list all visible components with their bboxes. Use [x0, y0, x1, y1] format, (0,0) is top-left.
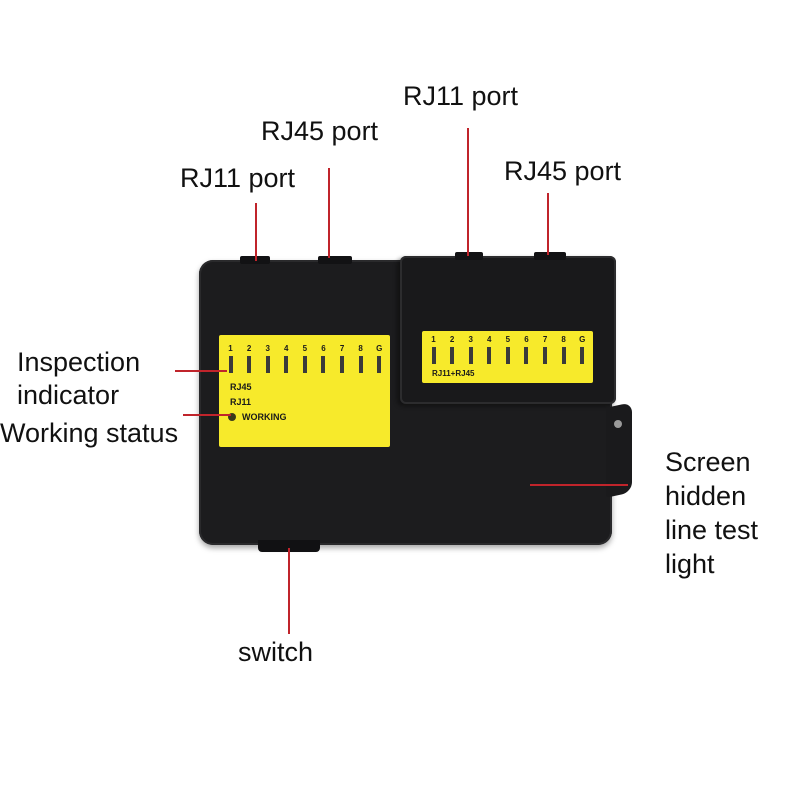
- callout-working-status: Working status: [0, 418, 179, 448]
- pin-number: 2: [246, 344, 252, 353]
- leader-rj45-right: [547, 193, 549, 255]
- leader-inspection: [175, 370, 227, 372]
- rj45-mode-label: RJ45: [230, 382, 252, 392]
- pin-led: 7: [538, 335, 553, 364]
- rj11-port-right-opening[interactable]: [455, 252, 483, 260]
- leader-screen: [530, 484, 628, 486]
- pin-led-bar: [247, 356, 252, 373]
- pin-led: 3: [463, 335, 478, 364]
- callout-rj11-port-left: RJ11 port: [180, 163, 296, 193]
- pin-number: 3: [468, 335, 473, 344]
- pin-number: 2: [449, 335, 455, 344]
- leader-switch: [288, 548, 290, 634]
- pin-number: G: [376, 344, 383, 353]
- pin-led-bar: [505, 347, 510, 364]
- pin-led: 4: [279, 344, 294, 373]
- pin-led: G: [372, 344, 387, 373]
- pin-led-bar: [377, 356, 382, 373]
- pin-number: 5: [505, 335, 511, 344]
- pin-number: 7: [542, 335, 548, 344]
- pin-led-bar: [431, 347, 436, 364]
- pin-number: 1: [431, 335, 436, 344]
- callout-switch: switch: [238, 637, 314, 667]
- pin-led: 2: [445, 335, 460, 364]
- pin-led-bar: [543, 347, 548, 364]
- rj45-port-right-opening[interactable]: [534, 252, 566, 260]
- pin-led: 6: [316, 344, 331, 373]
- leader-rj11-left: [255, 203, 257, 261]
- remote-mode-label: RJ11+RJ45: [432, 369, 475, 378]
- callout-screen-line3: line test: [665, 515, 759, 545]
- pin-led-bar: [265, 356, 270, 373]
- pin-led-bar: [358, 356, 363, 373]
- pin-number: 1: [228, 344, 233, 353]
- pin-led-bar: [450, 347, 455, 364]
- clip-hole: [614, 420, 622, 428]
- pin-led: 4: [482, 335, 497, 364]
- rj45-port-left-opening[interactable]: [318, 256, 352, 264]
- pin-number: 6: [321, 344, 326, 353]
- pin-number: 3: [265, 344, 270, 353]
- pin-led: 2: [242, 344, 257, 373]
- working-led: [228, 413, 236, 421]
- remote-pin-row: 1 2 3 4 5 6 7 8 G: [426, 335, 593, 364]
- callout-rj45-port-right: RJ45 port: [504, 156, 622, 186]
- pin-number: 4: [487, 335, 492, 344]
- pin-led-bar: [284, 356, 289, 373]
- working-label: WORKING: [242, 412, 287, 422]
- pin-led: 1: [223, 344, 238, 373]
- callout-screen-line2: hidden: [665, 481, 747, 511]
- pin-led: 5: [297, 344, 312, 373]
- pin-led-bar: [340, 356, 345, 373]
- pin-led: 5: [500, 335, 515, 364]
- leader-rj45-left: [328, 168, 330, 258]
- pin-led-bar: [321, 356, 326, 373]
- pin-number: 7: [339, 344, 345, 353]
- main-indicator-panel: 1 2 3 4 5 6 7 8 G RJ45 RJ11 WORKING: [219, 335, 390, 447]
- pin-led: 7: [335, 344, 350, 373]
- pin-led-bar: [228, 356, 233, 373]
- pin-number: 8: [561, 335, 566, 344]
- callout-inspection-line2: indicator: [17, 380, 120, 410]
- pin-number: 5: [302, 344, 308, 353]
- pin-led-bar: [524, 347, 529, 364]
- pin-led-bar: [302, 356, 307, 373]
- pin-led: 6: [519, 335, 534, 364]
- pin-number: 8: [358, 344, 363, 353]
- remote-indicator-panel: 1 2 3 4 5 6 7 8 G RJ11+RJ45: [422, 331, 593, 383]
- pin-led: 8: [556, 335, 571, 364]
- callout-rj45-port-left: RJ45 port: [261, 116, 379, 146]
- pin-number: 4: [284, 344, 289, 353]
- pin-number: G: [579, 335, 586, 344]
- pin-number: 6: [524, 335, 529, 344]
- callout-screen-line4: light: [665, 549, 715, 579]
- pin-led: 1: [426, 335, 441, 364]
- power-switch[interactable]: [258, 540, 320, 552]
- callout-screen-line1: Screen: [665, 447, 751, 477]
- leader-working-status: [183, 414, 231, 416]
- rj11-mode-label: RJ11: [230, 397, 252, 407]
- pin-led-bar: [580, 347, 585, 364]
- main-pin-row: 1 2 3 4 5 6 7 8 G: [223, 344, 390, 373]
- callout-inspection-line1: Inspection: [17, 347, 141, 377]
- pin-led: G: [575, 335, 590, 364]
- pin-led-bar: [468, 347, 473, 364]
- pin-led-bar: [487, 347, 492, 364]
- pin-led: 3: [260, 344, 275, 373]
- pin-led: 8: [353, 344, 368, 373]
- callout-rj11-port-right: RJ11 port: [403, 81, 519, 111]
- leader-rj11-right: [467, 128, 469, 256]
- pin-led-bar: [561, 347, 566, 364]
